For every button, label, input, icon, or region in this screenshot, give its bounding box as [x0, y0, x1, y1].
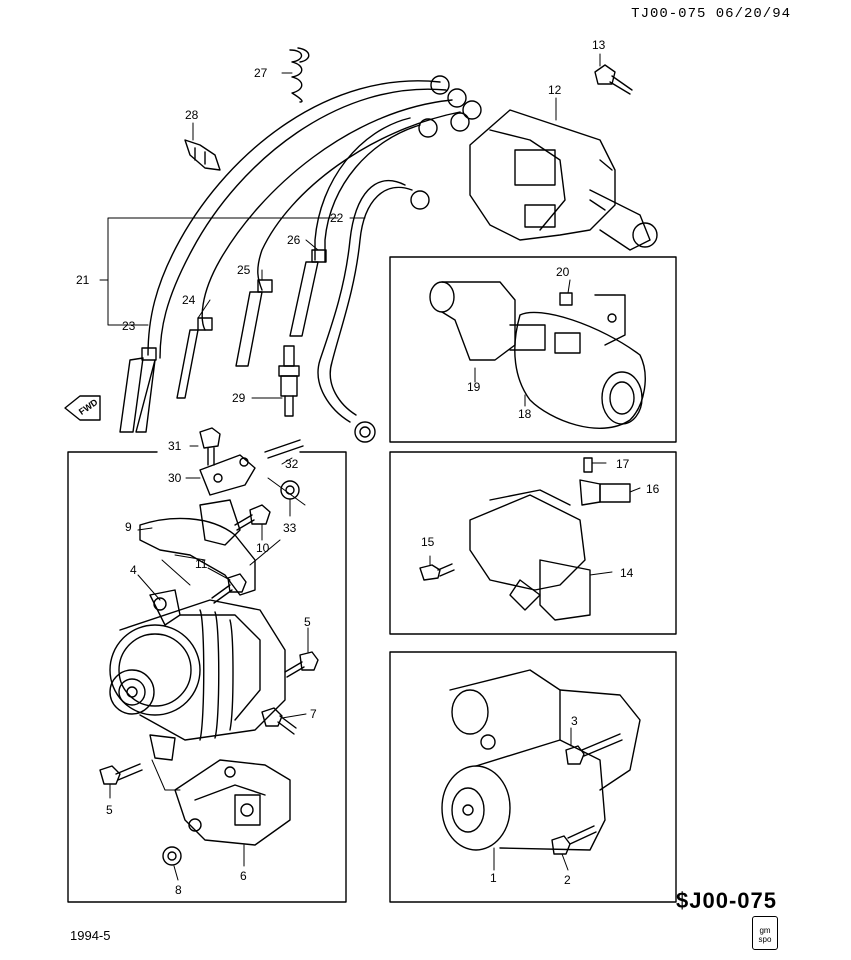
bolt-5b — [99, 763, 143, 785]
callout-6: 6 — [240, 869, 247, 883]
footer-code: $J00-075 — [676, 888, 777, 913]
callout-11: 11 — [195, 557, 208, 571]
callout-31: 31 — [168, 439, 182, 453]
callout-4: 4 — [130, 563, 137, 577]
callout-17: 17 — [616, 457, 630, 471]
callout-21: 21 — [76, 273, 90, 287]
bolt-11 — [211, 573, 247, 604]
gm-spo-logo: gm spo — [752, 916, 778, 950]
starter-motor — [441, 669, 641, 851]
callout-12: 12 — [548, 83, 562, 97]
callout-25: 25 — [237, 263, 251, 277]
callout-32: 32 — [285, 457, 299, 471]
spark-plug — [278, 345, 300, 417]
callout-24: 24 — [182, 293, 196, 307]
stud-32 — [264, 439, 304, 459]
ignition-coil — [429, 281, 646, 429]
adjust-plate-30 — [199, 454, 256, 496]
alternator-box — [67, 451, 347, 903]
callout-7: 7 — [310, 707, 317, 721]
callout-5b: 5 — [106, 803, 113, 817]
footer-date: 1994-5 — [70, 928, 111, 943]
callout-28: 28 — [185, 108, 199, 122]
bolt-3 — [565, 733, 623, 765]
wire-clip-27 — [289, 47, 310, 103]
bolt-10 — [234, 504, 271, 531]
bolt-13 — [594, 64, 633, 95]
bolt-5a — [284, 651, 319, 678]
callout-20: 20 — [556, 265, 570, 279]
callout-30: 30 — [168, 471, 182, 485]
callout-19: 19 — [467, 380, 481, 394]
bolt-2 — [551, 825, 597, 855]
callout-1: 1 — [490, 871, 497, 885]
callout-5a: 5 — [304, 615, 311, 629]
ignition-coil-box — [389, 256, 677, 443]
callout-10: 10 — [256, 541, 270, 555]
callout-14: 14 — [620, 566, 634, 580]
callout-29: 29 — [232, 391, 246, 405]
callout-15: 15 — [421, 535, 435, 549]
callout-26: 26 — [287, 233, 301, 247]
spark-plug-wires — [119, 75, 482, 443]
fwd-arrow-icon — [64, 395, 101, 421]
callout-22: 22 — [330, 211, 344, 225]
callout-9: 9 — [125, 520, 132, 534]
callout-13: 13 — [592, 38, 606, 52]
callout-18: 18 — [518, 407, 532, 421]
igniter-module — [419, 457, 631, 621]
callout-23: 23 — [122, 319, 136, 333]
nut-8 — [162, 846, 182, 866]
leader-lines — [99, 53, 641, 881]
igniter-box — [389, 451, 677, 635]
bolt-31 — [199, 427, 221, 466]
callout-2: 2 — [564, 873, 571, 887]
document-code: TJ00-075 06/20/94 — [631, 6, 791, 22]
callout-27: 27 — [254, 66, 268, 80]
starter-box — [389, 651, 677, 903]
bolt-7 — [261, 707, 297, 735]
callout-33: 33 — [283, 521, 297, 535]
wire-clip-28 — [184, 139, 221, 171]
alternator-bracket-9 — [139, 499, 256, 596]
distributor — [469, 109, 658, 251]
callout-3: 3 — [571, 714, 578, 728]
alternator — [109, 589, 286, 761]
fwd-label: FWD — [77, 397, 100, 417]
callout-16: 16 — [646, 482, 660, 496]
callout-8: 8 — [175, 883, 182, 897]
alternator-bracket-6 — [174, 759, 291, 846]
